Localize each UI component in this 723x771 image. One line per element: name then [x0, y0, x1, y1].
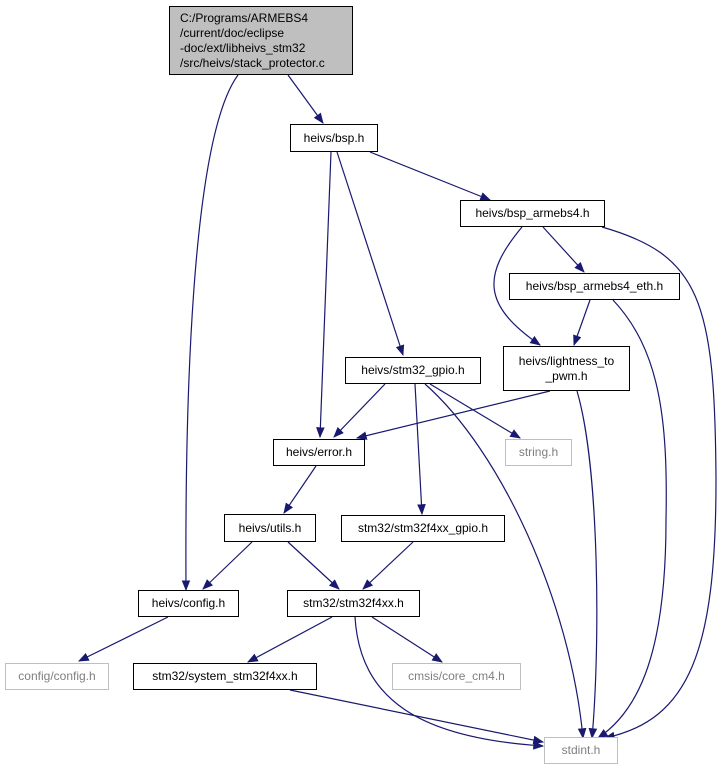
- node-label: cmsis/core_cm4.h: [408, 669, 505, 683]
- node-label: heivs/error.h: [285, 445, 353, 459]
- edge-bsp-armebs4-to-stdint: [601, 226, 717, 741]
- edge-stm32-gpio-to-stdint: [424, 383, 587, 740]
- node-stack-protector-c[interactable]: C:/Programs/ARMEBS4 /current/doc/eclipse…: [169, 6, 353, 75]
- node-label: stm32/stm32f4xx_gpio.h: [357, 521, 489, 535]
- node-string-h[interactable]: string.h: [505, 439, 572, 466]
- node-line: _pwm.h: [545, 368, 588, 383]
- edge-system-to-stdint: [289, 689, 545, 745]
- node-label: heivs/bsp.h: [303, 130, 365, 145]
- node-bsp-armebs4-eth-h[interactable]: heivs/bsp_armebs4_eth.h: [509, 273, 680, 300]
- edge-stm32f4xx-gpio-to-stm32f4xx: [362, 541, 414, 590]
- edge-lightness-to-error: [355, 390, 551, 440]
- node-label: stdint.h: [561, 743, 601, 757]
- node-bsp-h[interactable]: heivs/bsp.h: [290, 124, 378, 152]
- node-stdint-h[interactable]: stdint.h: [544, 737, 618, 764]
- node-label: stm32/system_stm32f4xx.h: [152, 669, 298, 683]
- node-utils-h[interactable]: heivs/utils.h: [224, 514, 316, 542]
- node-line: /src/heivs/stack_protector.c: [180, 55, 325, 70]
- edge-stm32-gpio-to-error: [333, 383, 386, 438]
- edge-bsp-to-stm32-gpio: [336, 151, 405, 357]
- edge-root-to-bsp: [287, 74, 324, 124]
- node-line: -doc/ext/libheivs_stm32: [180, 40, 306, 55]
- edge-bsp-armebs4-to-lightness: [493, 226, 541, 346]
- edge-bsp-to-bsp-armebs4: [369, 151, 492, 201]
- node-label: heivs/bsp_armebs4.h: [475, 206, 590, 220]
- node-label: heivs/stm32_gpio.h: [361, 363, 465, 377]
- node-stm32f4xx-gpio-h[interactable]: stm32/stm32f4xx_gpio.h: [341, 515, 505, 542]
- edge-eth-to-stdint: [597, 299, 667, 739]
- node-label: string.h: [518, 445, 559, 459]
- node-bsp-armebs4-h[interactable]: heivs/bsp_armebs4.h: [460, 200, 605, 227]
- node-stm32-gpio-h[interactable]: heivs/stm32_gpio.h: [345, 357, 481, 384]
- edge-stm32-gpio-to-stm32f4xx-gpio: [414, 383, 426, 516]
- node-line: heivs/lightness_to: [518, 353, 615, 368]
- node-error-h[interactable]: heivs/error.h: [273, 439, 365, 466]
- edge-root-to-config: [181, 74, 239, 592]
- node-system-stm32f4xx-h[interactable]: stm32/system_stm32f4xx.h: [133, 663, 317, 690]
- node-stm32f4xx-h[interactable]: stm32/stm32f4xx.h: [287, 590, 420, 617]
- edge-eth-to-lightness: [573, 299, 591, 347]
- node-label: heivs/config.h: [151, 596, 226, 610]
- node-line: /current/doc/eclipse: [180, 25, 285, 40]
- node-config-h[interactable]: heivs/config.h: [138, 590, 239, 617]
- edge-stm32f4xx-to-stdint: [354, 616, 545, 750]
- edge-utils-to-stm32f4xx: [287, 541, 340, 590]
- node-line: C:/Programs/ARMEBS4: [180, 10, 309, 25]
- edge-bsp-to-error: [316, 151, 332, 439]
- edge-bsp-armebs4-to-eth: [542, 226, 585, 273]
- edge-stm32-gpio-to-string: [429, 383, 521, 439]
- edge-utils-to-config: [202, 541, 253, 590]
- node-core-cm4-h[interactable]: cmsis/core_cm4.h: [392, 663, 521, 690]
- edge-error-to-utils: [283, 465, 317, 514]
- node-label: config/config.h: [18, 669, 96, 683]
- node-label: heivs/bsp_armebs4_eth.h: [525, 279, 664, 293]
- node-config-config-h[interactable]: config/config.h: [5, 663, 109, 690]
- node-label: stm32/stm32f4xx.h: [303, 596, 404, 610]
- edge-stm32f4xx-to-core-cm4: [371, 616, 443, 663]
- edge-config-to-config-config: [78, 616, 169, 662]
- edge-lightness-to-stdint: [576, 390, 598, 740]
- edge-stm32f4xx-to-system: [247, 616, 333, 663]
- node-lightness-to-pwm-h[interactable]: heivs/lightness_to _pwm.h: [503, 346, 630, 391]
- node-label: heivs/utils.h: [238, 520, 302, 535]
